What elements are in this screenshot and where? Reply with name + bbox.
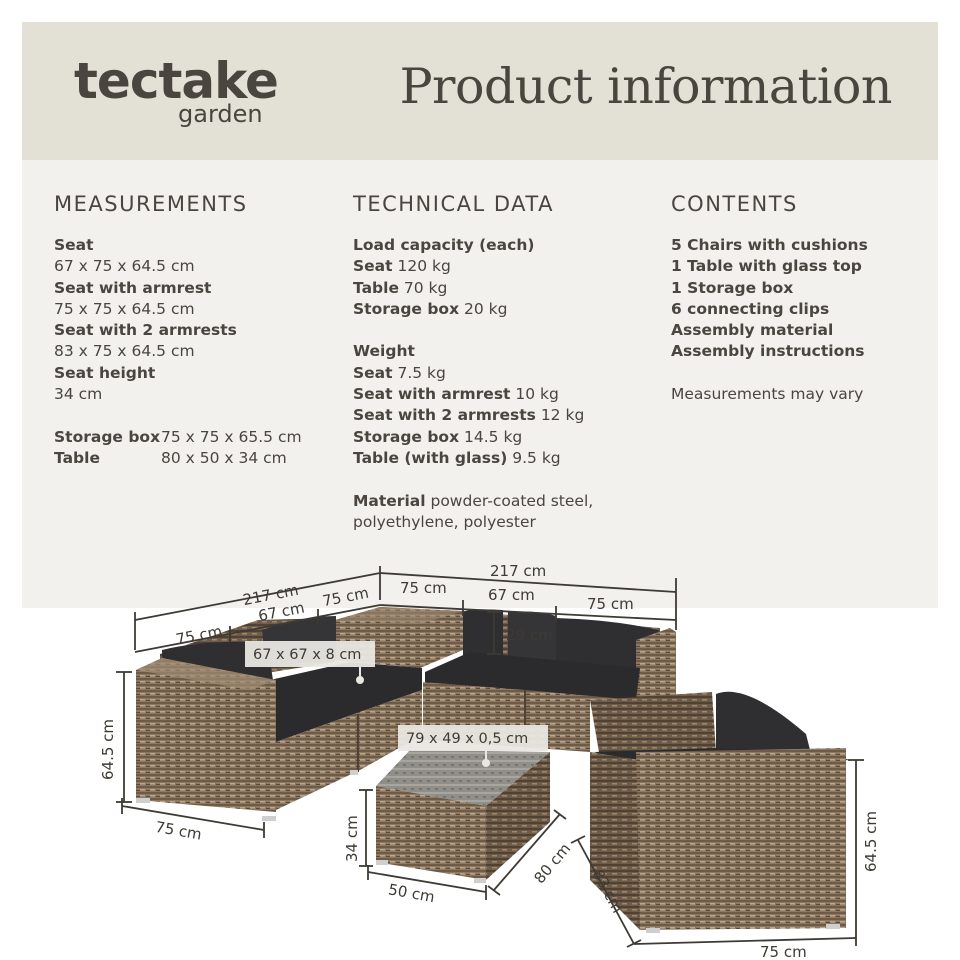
measure-value: 75 x 75 x 64.5 cm [54, 299, 195, 318]
cushion-callout: 67 x 67 x 8 cm [245, 641, 375, 684]
weight-label: Storage box [353, 427, 460, 446]
load-value: 20 kg [464, 299, 508, 318]
dim-left-c: 75 cm [321, 584, 370, 611]
contents-note: Measurements may vary [671, 385, 864, 404]
measurements-column: MEASUREMENTS Seat 67 x 75 x 64.5 cm Seat… [54, 192, 302, 469]
contents-heading: CONTENTS [671, 192, 798, 216]
weight-value: 9.5 kg [512, 448, 561, 467]
dim-right-b: 67 cm [488, 586, 535, 604]
technical-heading: TECHNICAL DATA [353, 192, 554, 216]
material-row: Material powder-coated steel, [353, 491, 593, 512]
load-value: 70 kg [403, 278, 448, 297]
measure-label: Storage box [54, 427, 161, 446]
contents-item: Assembly instructions [671, 342, 865, 361]
weight-value: 7.5 kg [392, 363, 446, 382]
dim-table-depth: 80 cm [530, 840, 574, 887]
dim-table-width: 50 cm [387, 880, 436, 906]
material-value-2: polyethylene, polyester [353, 512, 536, 531]
dim-depth-left: 75 cm [154, 818, 203, 844]
measure-label: Seat [54, 236, 94, 254]
table-side [486, 752, 550, 880]
dim-right-a: 75 cm [400, 579, 447, 597]
weight-label: Seat [353, 363, 393, 382]
load-label: Table [353, 278, 399, 297]
measure-label: Seat with 2 armrests [54, 321, 237, 340]
glass-callout: 79 x 49 x 0,5 cm [398, 725, 548, 767]
glass-size-label: 79 x 49 x 0,5 cm [406, 731, 528, 747]
sofa-arm-left [136, 658, 276, 812]
load-label: Storage box [353, 299, 460, 318]
seat-base [276, 690, 422, 810]
sofa-arm-right [636, 628, 676, 710]
material-value: powder-coated steel, [430, 491, 594, 510]
load-title: Load capacity (each) [353, 236, 535, 254]
material-label: Material [353, 491, 426, 510]
armchair [590, 691, 850, 933]
contents-item: 6 connecting clips [671, 299, 830, 318]
contents-item: Assembly material [671, 321, 834, 340]
dim-chair-height: 64.5 cm [862, 811, 880, 872]
dim-height-left: 64.5 cm [99, 719, 117, 780]
weight-label: Table (with glass) [353, 448, 508, 467]
armchair-back [590, 692, 716, 758]
table-front [376, 786, 486, 880]
weight-label: Seat with 2 armrests [353, 406, 536, 425]
load-row: Seat 120 kg [353, 256, 593, 277]
brand-subtitle: garden [178, 100, 263, 128]
dim-back-height: 29 cm [506, 626, 553, 644]
dimension-lines [116, 566, 864, 948]
dim-chair-width: 75 cm [760, 943, 807, 960]
contents-item: 5 Chairs with cushions [671, 236, 868, 254]
back-cushion [463, 609, 503, 660]
technical-column: TECHNICAL DATA Load capacity (each) Seat… [353, 192, 593, 533]
weight-row: Seat with armrest 10 kg [353, 384, 593, 405]
measure-value: 80 x 50 x 34 cm [161, 448, 287, 467]
load-label: Seat [353, 257, 393, 276]
contents-item: 1 Table with glass top [671, 257, 862, 276]
contents-item: 1 Storage box [671, 278, 794, 297]
weight-label: Seat with armrest [353, 385, 511, 404]
weight-row: Seat 7.5 kg [353, 363, 593, 384]
info-panel: MEASUREMENTS Seat 67 x 75 x 64.5 cm Seat… [22, 160, 938, 608]
page-title: Product information [399, 58, 893, 115]
weight-row: Table (with glass) 9.5 kg [353, 448, 593, 469]
measurements-heading: MEASUREMENTS [54, 192, 248, 216]
brand-logo: tectake [74, 52, 279, 110]
contents-column: CONTENTS 5 Chairs with cushions 1 Table … [671, 192, 868, 405]
weight-row: Storage box 14.5 kg [353, 427, 593, 448]
measure-value: 67 x 75 x 64.5 cm [54, 257, 195, 276]
table-glass-top [376, 750, 550, 806]
measure-row-table: Table 80 x 50 x 34 cm [54, 448, 302, 469]
measure-label: Seat height [54, 363, 156, 382]
measure-value: 34 cm [54, 385, 103, 404]
armchair-back-cushion [716, 691, 810, 750]
weight-value: 10 kg [515, 385, 559, 404]
armchair-front [636, 748, 846, 930]
weight-value: 14.5 kg [464, 427, 523, 446]
weight-title: Weight [353, 342, 415, 361]
load-value: 120 kg [397, 257, 451, 276]
dim-right-c: 75 cm [587, 595, 634, 613]
load-row: Table 70 kg [353, 278, 593, 299]
header-banner: tectake garden Product information [22, 22, 938, 160]
weight-row: Seat with 2 armrests 12 kg [353, 405, 593, 426]
dim-table-height: 34 cm [343, 815, 361, 862]
weight-value: 12 kg [540, 406, 585, 425]
back-cushion [508, 611, 556, 667]
measure-value: 75 x 75 x 65.5 cm [161, 427, 302, 446]
load-row: Storage box 20 kg [353, 299, 593, 320]
coffee-table [376, 750, 550, 883]
seat-cushion [270, 662, 422, 742]
measure-label: Table [54, 448, 100, 467]
cushion-size-label: 67 x 67 x 8 cm [253, 647, 361, 663]
measure-label: Seat with armrest [54, 278, 212, 297]
measure-value: 83 x 75 x 64.5 cm [54, 342, 195, 361]
dim-total-right: 217 cm [490, 562, 546, 580]
measure-row-storage: Storage box 75 x 75 x 65.5 cm [54, 427, 302, 448]
